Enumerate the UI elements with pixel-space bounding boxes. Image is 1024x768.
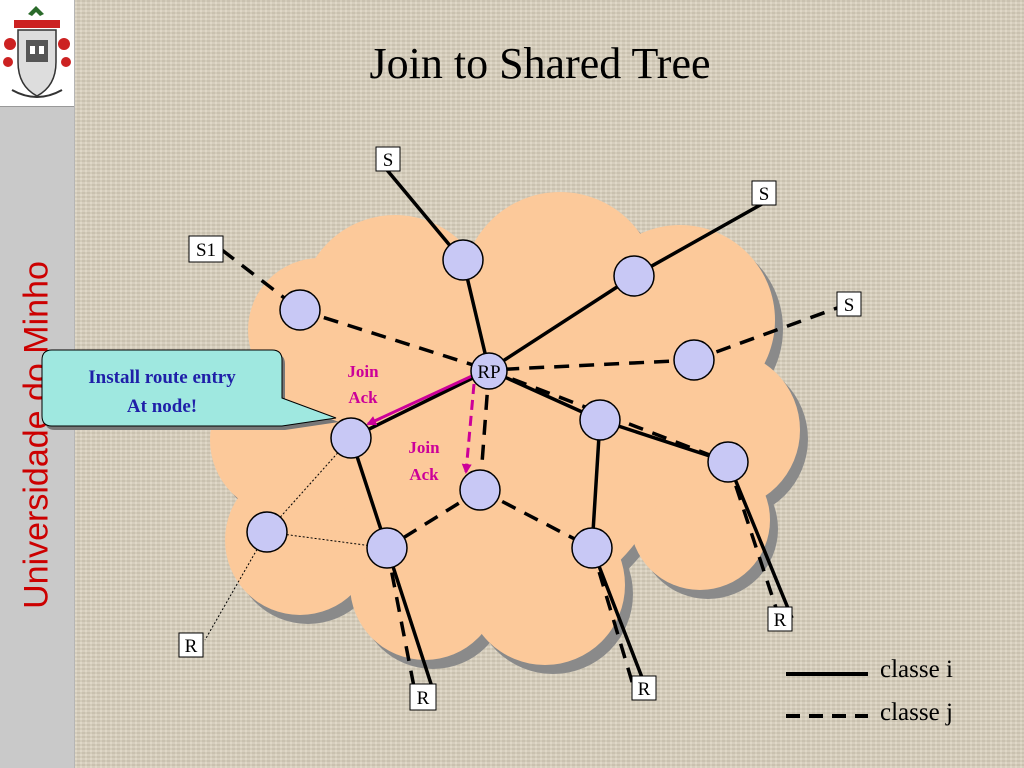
svg-text:Ack: Ack xyxy=(409,465,439,484)
svg-text:Join: Join xyxy=(408,438,440,457)
join-ack-annotation-upper: Join Ack xyxy=(347,362,379,407)
receiver-label: R xyxy=(417,688,430,709)
legend-solid-label: classe i xyxy=(880,656,953,683)
router-node xyxy=(673,339,715,381)
legend: classe i classe j xyxy=(786,656,953,726)
receiver-labels: R R R R xyxy=(178,606,793,711)
router-node xyxy=(279,289,321,331)
router-node xyxy=(442,239,484,281)
source-label: S xyxy=(383,150,394,171)
svg-text:Ack: Ack xyxy=(348,388,378,407)
router-node xyxy=(707,441,749,483)
join-ack-arrows xyxy=(366,374,476,474)
source-label-s1: S1 xyxy=(196,240,216,261)
router-node xyxy=(246,511,288,553)
router-node xyxy=(459,469,501,511)
join-ack-arrow-solid xyxy=(366,374,473,426)
slide-title: Join to Shared Tree xyxy=(369,39,711,88)
svg-text:Join: Join xyxy=(347,362,379,381)
router-node xyxy=(571,527,613,569)
join-ack-annotation-lower: Join Ack xyxy=(408,438,440,484)
source-label: S xyxy=(759,184,770,205)
router-node xyxy=(579,399,621,441)
receiver-label: R xyxy=(638,679,651,700)
rp-node: RP xyxy=(470,352,508,390)
install-route-callout: Install route entry At node! xyxy=(41,349,339,430)
router-nodes xyxy=(246,239,749,569)
callout-line-2: At node! xyxy=(127,396,197,417)
receiver-label: R xyxy=(774,610,787,631)
university-logo xyxy=(0,0,74,107)
coat-of-arms-icon xyxy=(3,6,71,98)
source-label: S xyxy=(844,295,855,316)
source-labels: S S S1 S xyxy=(188,146,862,317)
legend-dashed-label: classe j xyxy=(880,699,953,726)
router-node-install xyxy=(330,417,372,459)
router-node xyxy=(613,255,655,297)
router-node xyxy=(366,527,408,569)
callout-line-1: Install route entry xyxy=(88,367,236,388)
rp-label: RP xyxy=(477,362,500,383)
join-ack-arrow-dashed xyxy=(461,383,476,474)
receiver-label: R xyxy=(185,636,198,657)
